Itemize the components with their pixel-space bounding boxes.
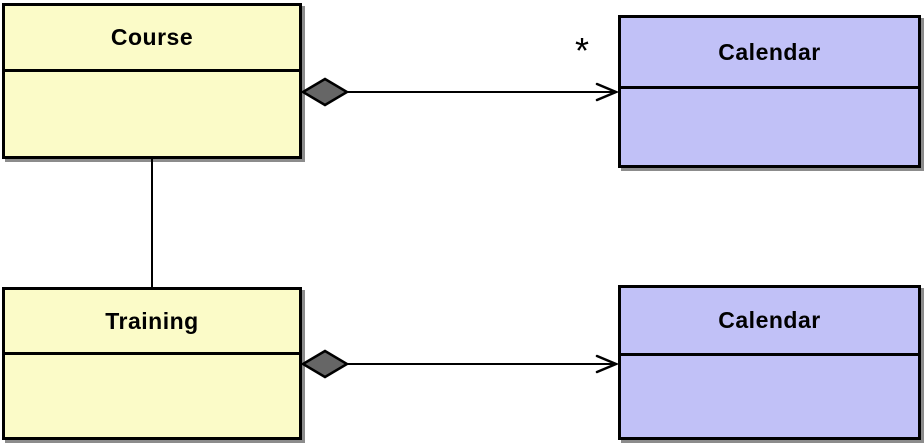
class-body-calendar-bottom bbox=[621, 356, 918, 437]
class-body-training bbox=[5, 355, 299, 437]
class-body-calendar-top bbox=[621, 89, 918, 165]
class-box-training: Training bbox=[2, 287, 302, 440]
aggregation-diamond-icon bbox=[300, 77, 350, 107]
class-box-calendar-top: Calendar bbox=[618, 15, 921, 168]
class-box-course: Course bbox=[2, 3, 302, 159]
relation-course-calendar: * bbox=[300, 30, 620, 107]
class-name-course: Course bbox=[5, 6, 299, 72]
relation-training-calendar bbox=[300, 349, 620, 379]
multiplicity-label: * bbox=[575, 30, 589, 71]
aggregation-diamond-icon bbox=[300, 349, 350, 379]
open-arrowhead-icon bbox=[595, 354, 620, 374]
class-name-calendar-bottom: Calendar bbox=[621, 288, 918, 356]
class-box-calendar-bottom: Calendar bbox=[618, 285, 921, 440]
class-body-course bbox=[5, 72, 299, 156]
open-arrowhead-icon bbox=[595, 82, 620, 102]
class-name-calendar-top: Calendar bbox=[621, 18, 918, 89]
class-name-training: Training bbox=[5, 290, 299, 355]
